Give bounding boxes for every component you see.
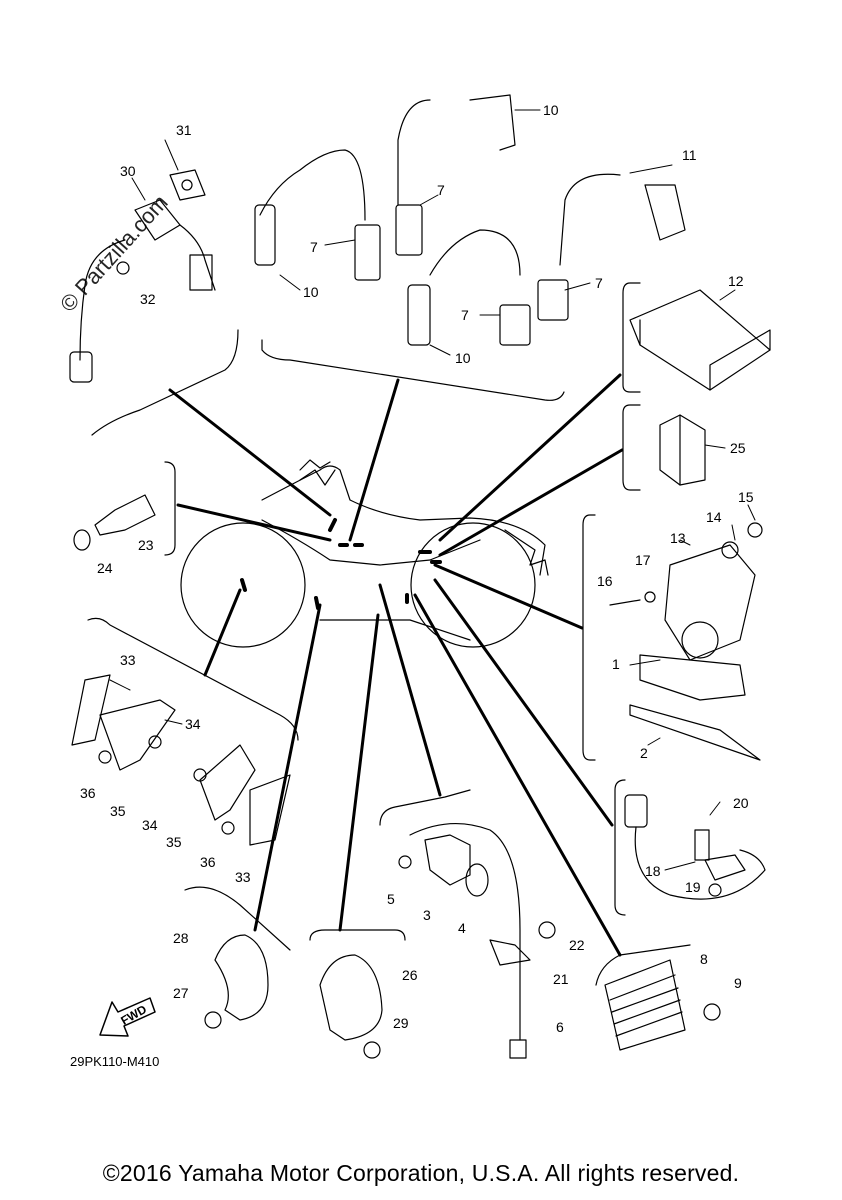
footrest-assembly: [71, 674, 291, 846]
bike-connector-marks: [240, 518, 442, 610]
callout-35-b[interactable]: 35: [166, 834, 182, 850]
ecu-unit: [629, 289, 771, 391]
callout-26[interactable]: 26: [402, 967, 418, 983]
callout-10-a[interactable]: 10: [543, 102, 559, 118]
callout-27[interactable]: 27: [173, 985, 189, 1001]
crankshaft-sensor: [398, 823, 556, 1059]
callout-30[interactable]: 30: [120, 163, 136, 179]
callout-25[interactable]: 25: [730, 440, 746, 456]
callout-14[interactable]: 14: [706, 509, 722, 525]
diagram-code: 29PK110-M410: [70, 1054, 160, 1069]
callout-22[interactable]: 22: [569, 937, 585, 953]
group-brackets: [87, 282, 691, 986]
callout-20[interactable]: 20: [733, 795, 749, 811]
callout-10-b[interactable]: 10: [303, 284, 319, 300]
callout-19[interactable]: 19: [685, 879, 701, 895]
callout-13[interactable]: 13: [670, 530, 686, 546]
sensor-assembly-30: [69, 169, 216, 383]
callout-leaders: [109, 109, 756, 871]
callout-28[interactable]: 28: [173, 930, 189, 946]
callout-33-a[interactable]: 33: [120, 652, 136, 668]
callout-31[interactable]: 31: [176, 122, 192, 138]
callout-23[interactable]: 23: [138, 537, 154, 553]
rectifier-regulator: [604, 959, 721, 1051]
callout-34-a[interactable]: 34: [185, 716, 201, 732]
horn-28: [204, 934, 269, 1029]
callout-33-b[interactable]: 33: [235, 869, 251, 885]
callout-15[interactable]: 15: [738, 489, 754, 505]
callout-6[interactable]: 6: [556, 1019, 564, 1035]
callout-21[interactable]: 21: [553, 971, 569, 987]
callout-35-a[interactable]: 35: [110, 803, 126, 819]
ignition-coils: [254, 94, 686, 346]
motorcycle-outline: [180, 459, 549, 648]
callout-29[interactable]: 29: [393, 1015, 409, 1031]
callout-1[interactable]: 1: [612, 656, 620, 672]
callout-17[interactable]: 17: [635, 552, 651, 568]
copyright-notice: ©2016 Yamaha Motor Corporation, U.S.A. A…: [102, 1160, 740, 1186]
callout-32[interactable]: 32: [140, 291, 156, 307]
callout-16[interactable]: 16: [597, 573, 613, 589]
callout-2[interactable]: 2: [640, 745, 648, 761]
callout-9[interactable]: 9: [734, 975, 742, 991]
callout-24[interactable]: 24: [97, 560, 113, 576]
callout-7-d[interactable]: 7: [461, 307, 469, 323]
callout-4[interactable]: 4: [458, 920, 466, 936]
callout-3[interactable]: 3: [423, 907, 431, 923]
temperature-sensor: [73, 494, 156, 551]
callout-34-b[interactable]: 34: [142, 817, 158, 833]
relay-unit: [659, 414, 706, 486]
callout-8[interactable]: 8: [700, 951, 708, 967]
callout-7-a[interactable]: 7: [310, 239, 318, 255]
starter-relay: [609, 522, 763, 761]
callout-5[interactable]: 5: [387, 891, 395, 907]
callout-7-b[interactable]: 7: [437, 182, 445, 198]
callout-36-b[interactable]: 36: [200, 854, 216, 870]
callout-11[interactable]: 11: [682, 147, 697, 163]
leader-lines: [168, 373, 624, 957]
callout-12[interactable]: 12: [728, 273, 744, 289]
callout-18[interactable]: 18: [645, 863, 661, 879]
callout-10-c[interactable]: 10: [455, 350, 471, 366]
sub-wire-harness: [624, 794, 766, 900]
callout-7-c[interactable]: 7: [595, 275, 603, 291]
forward-arrow-icon: [99, 997, 156, 1037]
callout-36-a[interactable]: 36: [80, 785, 96, 801]
horn-26: [319, 954, 383, 1059]
